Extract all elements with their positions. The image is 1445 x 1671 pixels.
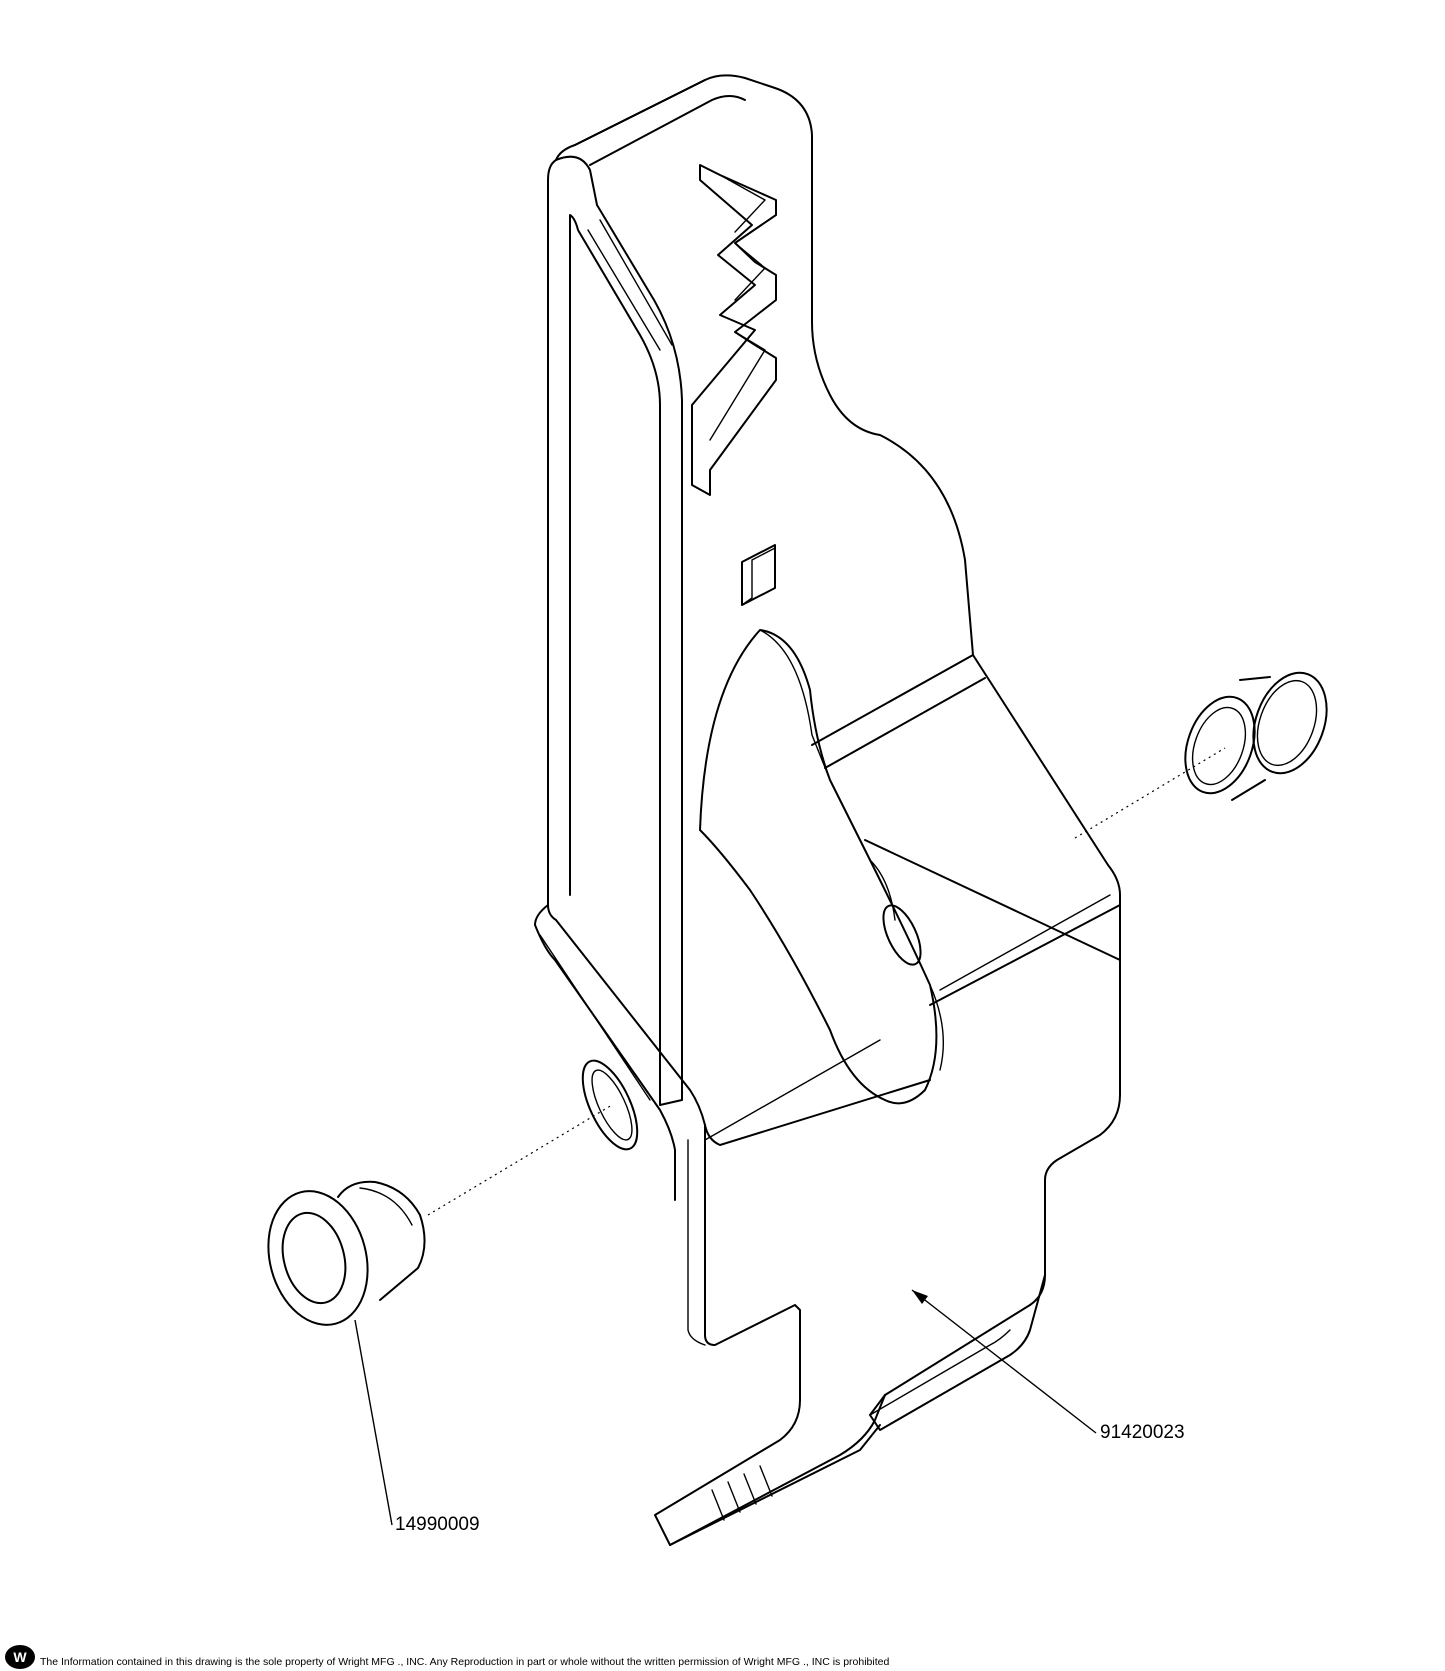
bracket-arm-bend-line: [704, 894, 1111, 1141]
bracket-square-hole: [741, 544, 776, 606]
bushing-left-bore: [281, 1211, 347, 1305]
bracket-flat-strip-inner: [587, 219, 673, 351]
bushing-right-body: [1231, 676, 1271, 801]
bushing-left: [267, 1180, 426, 1326]
bushing-left-body: [337, 1180, 426, 1301]
bracket-foot-ribs: [711, 1465, 773, 1521]
leader-arrow-91420023: [912, 1290, 928, 1304]
bracket-teeth-notch: [691, 164, 777, 496]
bracket-plate-edge-top: [574, 79, 746, 166]
bracket-plate-front-face: [547, 159, 706, 1126]
bushing-right: [1184, 671, 1328, 801]
bracket-cam-slot-edge: [759, 629, 944, 1071]
bracket-horizontal-arm: [811, 654, 1121, 1396]
bushing-left-body-edge: [359, 1187, 413, 1226]
bracket-right-tab-edge: [869, 1329, 1011, 1416]
bracket-lower-face: [704, 1079, 931, 1401]
bracket-flat-strip: [569, 204, 683, 1106]
installed-bushing-bore: [591, 1069, 633, 1141]
leader-14990009: [354, 1319, 393, 1526]
bracket-left-flange: [534, 904, 676, 1201]
bracket-arm-fold-lines: [824, 677, 1121, 1006]
bracket-vertical-plate-outline: [555, 74, 974, 656]
bracket-foot-tab: [654, 1394, 886, 1546]
footer: W The Information contained in this draw…: [0, 1640, 1445, 1671]
bracket-square-hole-depth: [741, 547, 776, 606]
bushing-right-flange: [1252, 671, 1328, 775]
bushing-right-bore: [1191, 706, 1247, 786]
bracket-part: [534, 74, 1121, 1546]
bracket-lower-face-inner: [687, 1139, 706, 1346]
bracket-right-tab: [869, 1274, 1046, 1431]
logo-letter: W: [13, 1649, 27, 1665]
copyright-notice: The Information contained in this drawin…: [40, 1656, 890, 1668]
assembly-axis-right: [1074, 747, 1226, 839]
bracket-cam-slot: [699, 629, 938, 1105]
bushing-right-end: [1184, 695, 1256, 795]
assembly-axis-left: [427, 1104, 613, 1216]
callout-14990009: 14990009: [395, 1514, 480, 1535]
callout-91420023: 91420023: [1100, 1422, 1185, 1443]
leader-91420023: [911, 1289, 1097, 1434]
bracket-hole-right: [882, 904, 922, 966]
wright-logo-icon: W: [5, 1645, 35, 1669]
bracket-left-flange-edge: [539, 934, 651, 1101]
bushing-right-flange-inner: [1256, 679, 1318, 767]
installed-bushing-rim: [581, 1059, 639, 1151]
bushing-left-flange: [267, 1190, 369, 1326]
bracket-plate-edge: [555, 155, 598, 206]
bracket-teeth-notch-depth: [709, 174, 766, 441]
bracket-foot-tab-lower: [669, 1424, 881, 1546]
